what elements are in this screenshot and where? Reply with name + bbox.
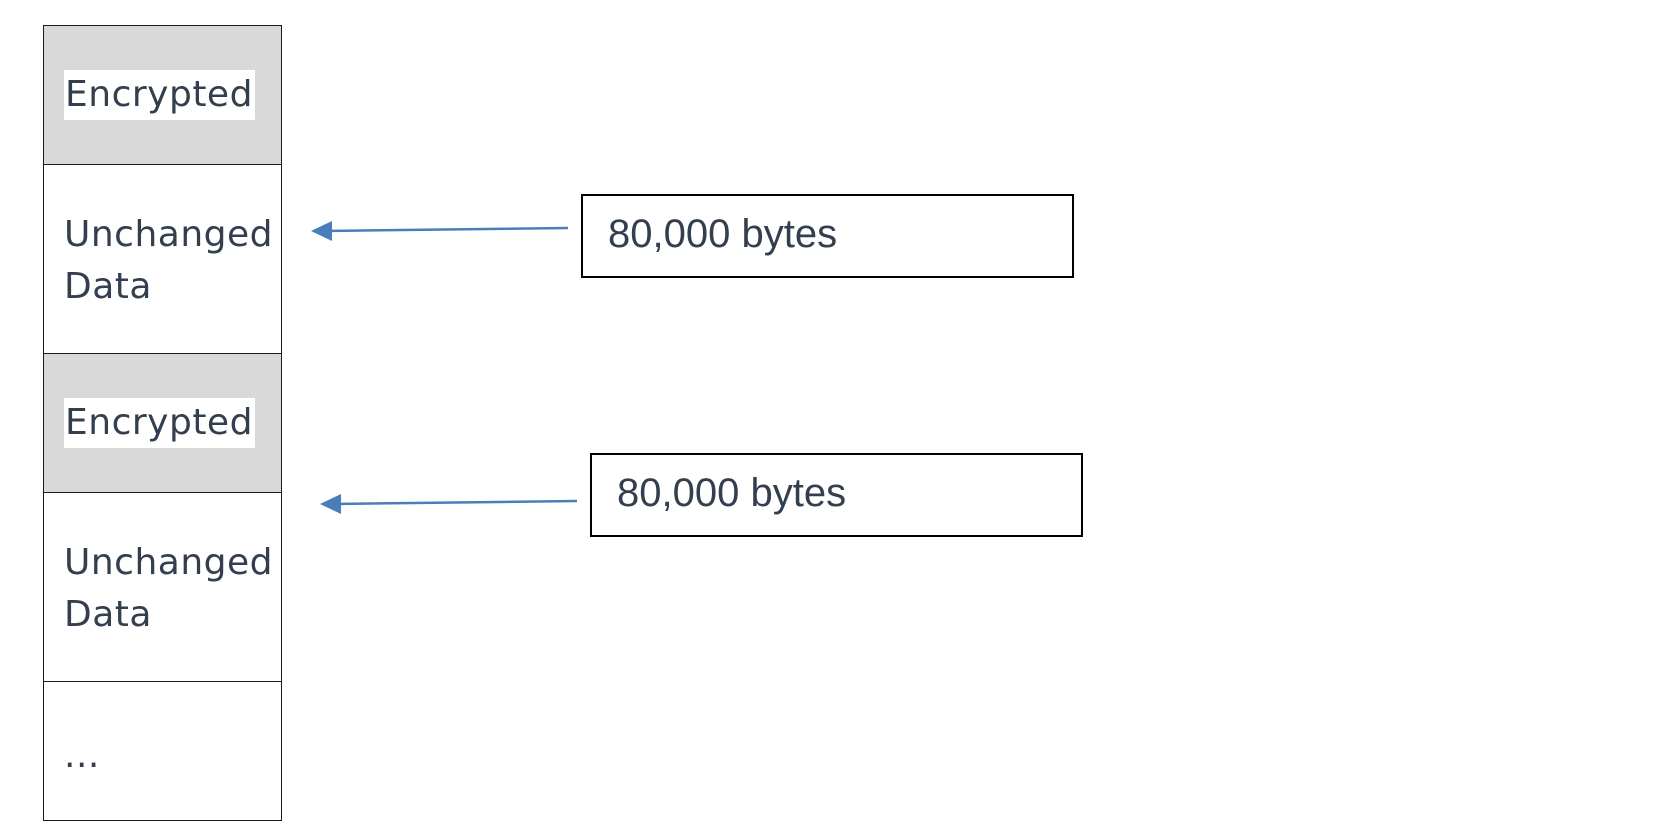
chunk-size-label: 80,000 bytes (617, 471, 847, 515)
data-block-stack: Encrypted Unchanged Data Encrypted Uncha… (43, 25, 282, 821)
unchanged-data-block: Unchanged Data (43, 491, 282, 683)
unchanged-data-block: Unchanged Data (43, 163, 282, 355)
encrypted-block: Encrypted (43, 353, 282, 493)
ellipsis-block: ... (43, 681, 282, 821)
encrypted-label: Encrypted (64, 70, 255, 120)
chunk-size-callout: 80,000 bytes (590, 453, 1083, 537)
arrow-to-first-unchanged-block (311, 221, 569, 241)
ellipsis-label: ... (64, 735, 100, 776)
unchanged-data-label: Unchanged Data (64, 213, 274, 307)
encrypted-block: Encrypted (43, 25, 282, 165)
arrow-to-second-unchanged-block (320, 494, 578, 514)
arrowhead-icon (320, 494, 341, 514)
encrypted-label: Encrypted (64, 398, 255, 448)
unchanged-data-label: Unchanged Data (64, 541, 274, 635)
arrowhead-icon (311, 221, 332, 241)
chunk-size-label: 80,000 bytes (608, 212, 838, 256)
chunk-size-callout: 80,000 bytes (581, 194, 1074, 278)
